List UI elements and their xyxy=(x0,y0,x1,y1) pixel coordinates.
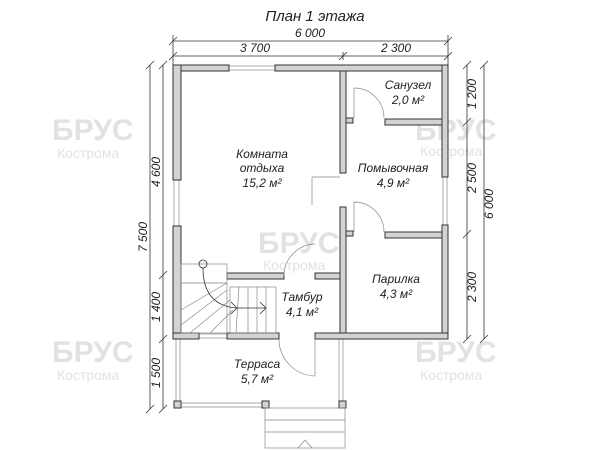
room-area: 2,0 м² xyxy=(391,93,425,107)
room-rest: Комната отдыха 15,2 м² xyxy=(236,147,288,190)
walls xyxy=(172,64,449,340)
room-name: Санузел xyxy=(385,78,432,92)
dim-left-3: 1 500 xyxy=(149,358,163,388)
room-name: Парилка xyxy=(372,272,420,286)
watermark-city: Кострома xyxy=(57,367,120,383)
dim-left-2: 1 400 xyxy=(149,292,163,322)
room-name: Терраса xyxy=(234,357,281,371)
room-name: Тамбур xyxy=(281,290,322,304)
entrance-steps xyxy=(264,407,346,449)
watermark-brand: БРУС xyxy=(52,336,134,369)
right-dimensions: 1 200 2 500 6 000 2 300 xyxy=(462,60,496,344)
room-name: отдыха xyxy=(240,161,285,175)
watermark-city: Кострома xyxy=(263,257,326,273)
dim-top-total: 6 000 xyxy=(295,26,325,40)
room-steam-room: Парилка 4,3 м² xyxy=(372,272,420,301)
watermark-city: Кострома xyxy=(57,145,120,161)
watermark-brand: БРУС xyxy=(415,336,497,369)
dim-right-total: 6 000 xyxy=(482,189,496,219)
terrace xyxy=(173,339,347,449)
dim-top-right: 2 300 xyxy=(380,41,411,55)
watermark-brand: БРУС xyxy=(258,227,340,260)
watermark-city: Кострома xyxy=(420,143,483,159)
dim-right-3: 2 300 xyxy=(465,272,479,303)
doors xyxy=(278,87,385,377)
dim-right-2: 2 500 xyxy=(465,163,479,194)
room-bathroom: Санузел 2,0 м² xyxy=(385,78,432,107)
top-dimensions: 6 000 3 700 2 300 xyxy=(168,26,453,65)
stair-arrow-icon xyxy=(202,267,266,309)
dim-top-left: 3 700 xyxy=(240,41,270,55)
left-dimensions: 4 600 7 500 1 400 1 500 xyxy=(136,60,168,414)
room-terrace: Терраса 5,7 м² xyxy=(234,357,281,386)
room-area: 5,7 м² xyxy=(241,372,274,386)
room-area: 4,3 м² xyxy=(380,287,413,301)
watermark-city: Кострома xyxy=(420,367,483,383)
dim-left-total: 7 500 xyxy=(136,222,150,252)
plan-title: План 1 этажа xyxy=(265,8,364,25)
room-name: Помывочная xyxy=(358,161,429,175)
dim-right-1: 1 200 xyxy=(465,79,479,109)
room-area: 15,2 м² xyxy=(243,176,283,190)
room-name: Комната xyxy=(236,147,288,161)
staircase xyxy=(180,259,277,334)
room-area: 4,9 м² xyxy=(377,176,410,190)
watermark-brand: БРУС xyxy=(52,114,134,147)
dim-left-1: 4 600 xyxy=(149,157,163,187)
watermarks: БРУС Кострома БРУС Кострома БРУС Костром… xyxy=(52,114,497,383)
room-vestibule: Тамбур 4,1 м² xyxy=(281,290,322,319)
room-washroom: Помывочная 4,9 м² xyxy=(358,161,429,190)
room-area: 4,1 м² xyxy=(286,305,319,319)
